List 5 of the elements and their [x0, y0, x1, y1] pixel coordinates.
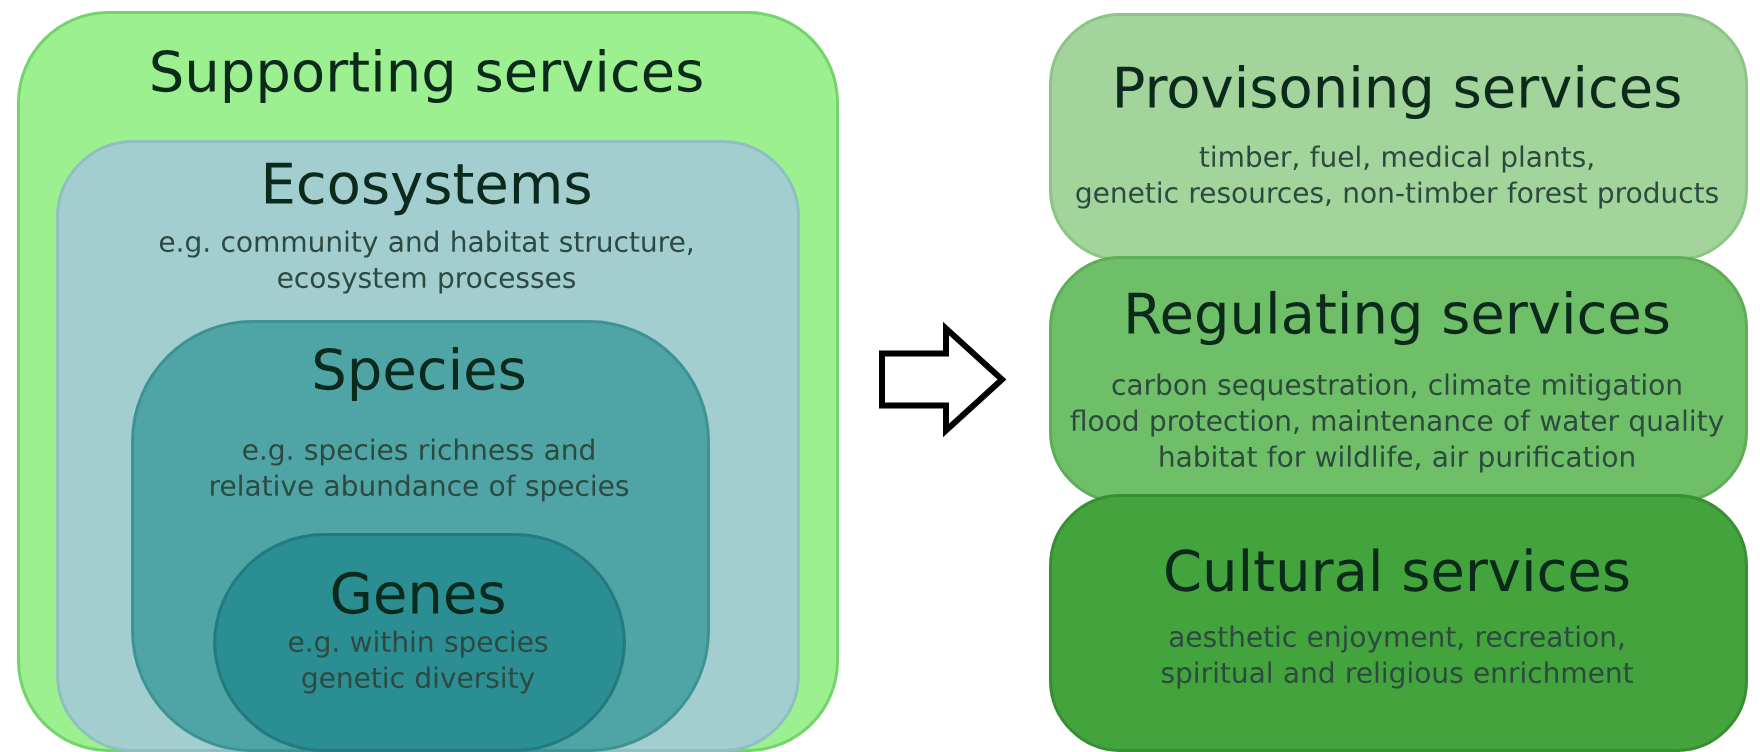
service-band: Regulating services carbon sequestration, climate mitigation flood protection, maintenance of water quality habitat for wildlife, air purification [1049, 256, 1748, 503]
nested-box: Genes e.g. within species genetic diversity [213, 533, 626, 752]
service-band: Provisoning services timber, fuel, medical plants, genetic resources, non-timber forest products [1049, 13, 1748, 261]
block-arrow [879, 321, 1007, 438]
service-band: Cultural services aesthetic enjoyment, recreation, spiritual and religious enrichment [1049, 494, 1748, 752]
